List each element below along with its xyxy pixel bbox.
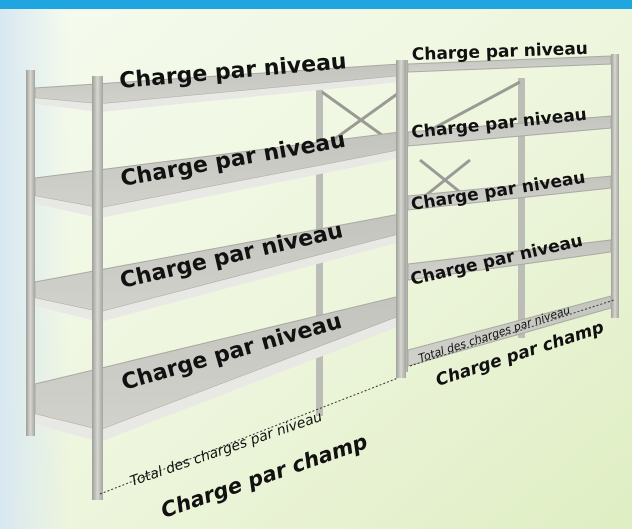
shelf-right-1 [407,55,612,73]
shelf-right-4 [407,239,612,281]
shelf-edge [35,150,400,218]
front-post-left [92,76,103,500]
shelf-edge [35,234,400,322]
top-accent-bar [0,0,632,9]
shelf-right-2 [407,115,612,147]
back-post-right [611,54,619,318]
shelf-edge [35,316,400,442]
front-post-middle [396,60,406,378]
shelf-edge [35,76,400,112]
back-post-left [26,70,35,436]
shelves-right-bay [407,55,612,367]
total-baseline-left [99,377,399,495]
shelf-right-5 [407,295,612,367]
shelves-left-bay [34,63,401,442]
cross-brace [321,90,401,150]
cross-brace [419,158,471,202]
shelf-right-3 [407,175,612,211]
rear-post-right-bay [518,78,525,338]
